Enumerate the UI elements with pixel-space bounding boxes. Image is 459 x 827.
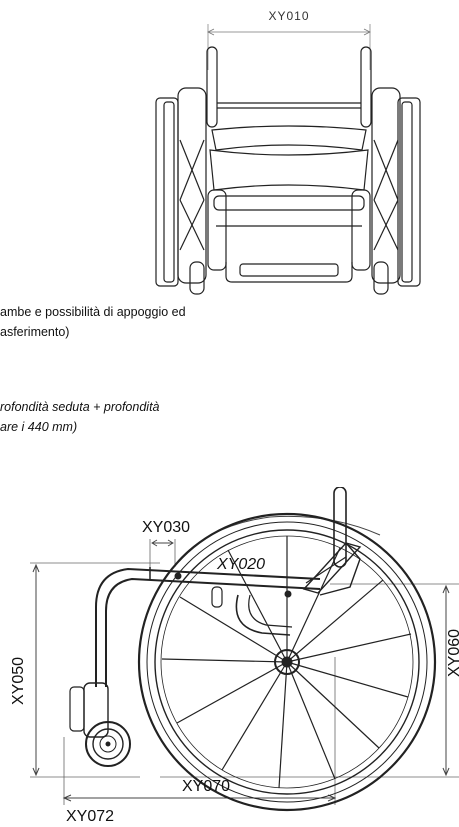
text-line-2: asferimento) [0, 325, 70, 339]
xy072-label: XY072 [66, 808, 114, 825]
text-line-1: ambe e possibilità di appoggio ed [0, 305, 186, 319]
italic-text-line-2: are i 440 mm) [0, 420, 78, 434]
xy020-label: XY020 [216, 556, 265, 573]
xy010-label: XY010 [268, 9, 309, 23]
xy030-label: XY030 [142, 519, 190, 536]
xy050-label: XY050 [10, 657, 27, 705]
front-view-diagram: XY010 [155, 9, 421, 295]
xy060-label: XY060 [446, 629, 459, 677]
side-view-diagram: XY030 XY020 XY050 XY060 XY070 XY072 [10, 487, 459, 825]
italic-text-line-1: rofondità seduta + profondità [0, 400, 160, 414]
xy070-label: XY070 [182, 778, 230, 795]
